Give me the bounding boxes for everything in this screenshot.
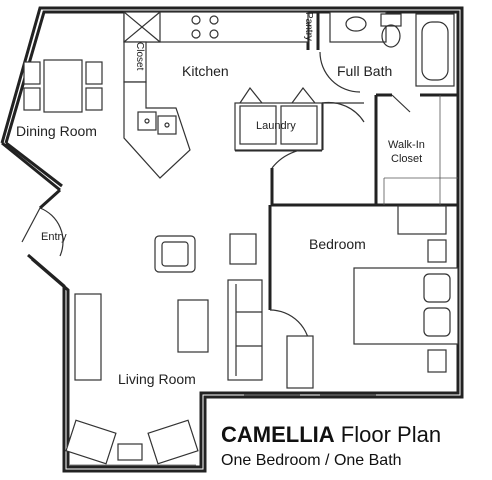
living-room-label: Living Room bbox=[118, 371, 196, 387]
kitchen-label: Kitchen bbox=[182, 63, 229, 79]
dining-room-label: Dining Room bbox=[16, 123, 97, 139]
plan-subtitle: One Bedroom / One Bath bbox=[221, 452, 402, 469]
bedroom-label: Bedroom bbox=[309, 236, 366, 252]
bath-fixtures bbox=[329, 11, 455, 87]
closet-label: Closet bbox=[134, 42, 145, 71]
plan-title-suffix: Floor Plan bbox=[340, 422, 442, 447]
laundry-fixtures bbox=[234, 86, 323, 151]
closet-shelving bbox=[383, 95, 458, 205]
living-furniture bbox=[65, 233, 263, 465]
dining-furniture bbox=[23, 59, 103, 113]
bedroom-furniture bbox=[286, 205, 459, 389]
windows bbox=[70, 394, 376, 466]
entry-door bbox=[21, 188, 64, 257]
plan-name: CAMELLIA bbox=[221, 422, 335, 447]
kitchen-fixtures bbox=[123, 11, 309, 179]
full-bath-label: Full Bath bbox=[337, 63, 393, 79]
walk-in-closet-label-line1: Walk-In bbox=[388, 139, 425, 151]
walk-in-closet-label-line2: Closet bbox=[391, 153, 423, 165]
interior-doors bbox=[269, 51, 411, 351]
entry-label: Entry bbox=[41, 231, 67, 243]
plan-title: CAMELLIA Floor Plan bbox=[221, 423, 441, 447]
plan-title-block: CAMELLIA Floor Plan One Bedroom / One Ba… bbox=[221, 423, 441, 472]
laundry-label: Laundry bbox=[256, 120, 296, 132]
pantry-label: Pantry bbox=[303, 12, 314, 41]
